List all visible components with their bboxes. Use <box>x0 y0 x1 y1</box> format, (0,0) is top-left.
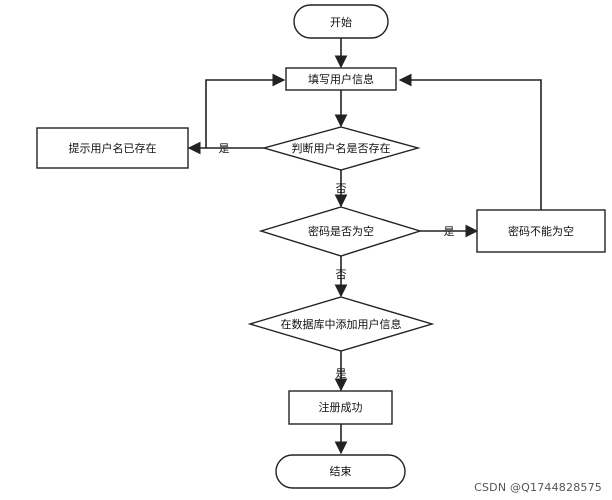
start-node <box>293 4 389 39</box>
fill-info-node <box>285 67 397 91</box>
end-node <box>275 454 406 489</box>
edge-label-password-no: 否 <box>336 268 347 281</box>
password-not-empty-node-label: 密码不能为空 <box>508 224 574 238</box>
add-to-db-node-label: 在数据库中添加用户信息 <box>281 317 402 331</box>
check-password-node <box>258 206 423 257</box>
edge-prompt-back-to-fill <box>205 73 286 148</box>
edge-label-username-yes: 是 <box>219 142 230 155</box>
username-exists-node-label: 提示用户名已存在 <box>69 141 157 155</box>
check-password-node-label: 密码是否为空 <box>308 224 374 238</box>
edge-label-password-yes: 是 <box>444 225 455 238</box>
check-username-node-label: 判断用户名是否存在 <box>292 141 391 155</box>
register-success-node <box>288 390 393 425</box>
end-node-label: 结束 <box>330 465 352 478</box>
watermark-text: CSDN @Q1744828575 <box>474 481 602 494</box>
edge-password-back-to-fill <box>398 73 542 210</box>
password-not-empty-node <box>476 209 606 253</box>
check-username-node <box>261 126 421 171</box>
add-to-db-node <box>247 296 435 352</box>
start-node-label: 开始 <box>330 15 352 29</box>
username-exists-node <box>36 127 189 169</box>
edge-label-username-no: 否 <box>336 182 347 195</box>
edge-label-add-yes: 是 <box>336 367 347 380</box>
fill-info-node-label: 填写用户信息 <box>308 72 374 86</box>
register-success-node-label: 注册成功 <box>319 400 363 414</box>
